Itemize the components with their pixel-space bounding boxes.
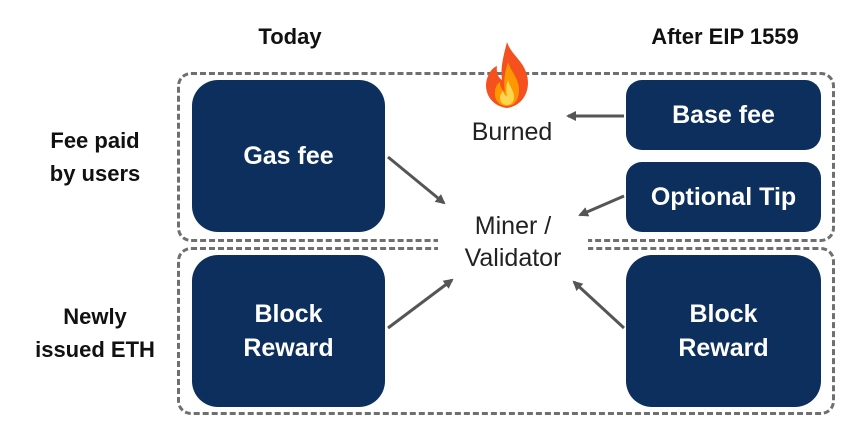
block-reward-today-box: Block Reward xyxy=(192,255,385,407)
header-today: Today xyxy=(258,24,322,49)
base-fee-box: Base fee xyxy=(626,80,821,150)
row-label-fee-paid: Fee paid by users xyxy=(49,128,141,186)
optional-tip-box: Optional Tip xyxy=(626,162,821,232)
block-reward-after-box: Block Reward xyxy=(626,255,821,407)
burned-label: Burned xyxy=(452,116,572,148)
miner-validator-label: Miner / Validator xyxy=(438,210,588,274)
row-label-newly-issued: Newly issued ETH xyxy=(35,304,155,362)
header-after-eip-1559: After EIP 1559 xyxy=(651,24,799,49)
fire-icon xyxy=(478,40,536,112)
gas-fee-box: Gas fee xyxy=(192,80,385,232)
